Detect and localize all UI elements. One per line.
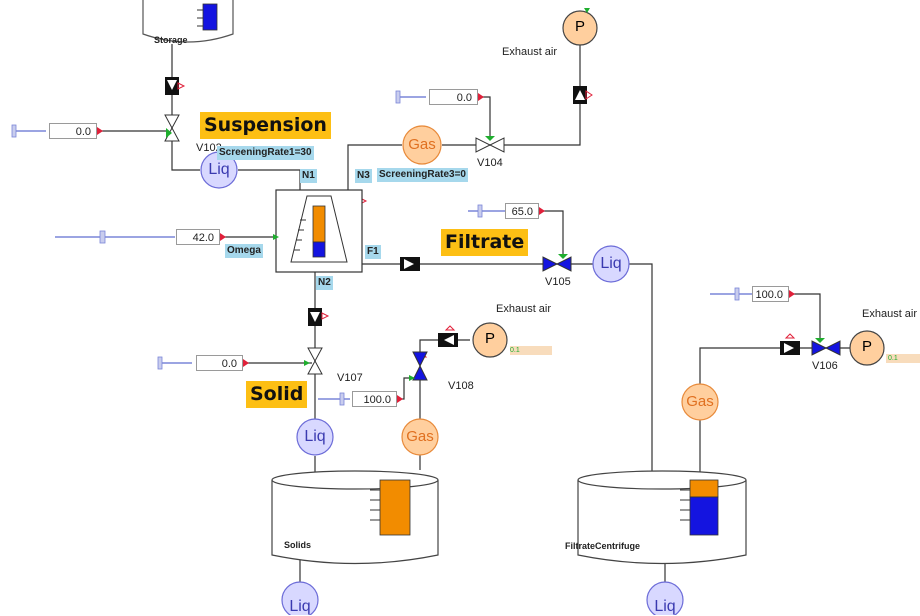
sensor-liq-filtrate: Liq — [600, 255, 622, 272]
valve-label-v102: V102 — [196, 142, 222, 154]
n3-tag: N3 — [355, 169, 372, 183]
storage-tank[interactable] — [142, 0, 234, 43]
filtrate-centrifuge-tank[interactable] — [577, 470, 747, 565]
valve-v107[interactable] — [304, 347, 323, 375]
sensor-circles — [200, 125, 719, 615]
sensor-liq-bottom-left: Liq — [289, 598, 311, 615]
exhaust-label-right: Exhaust air — [862, 308, 918, 320]
storage-label: Storage — [154, 35, 188, 45]
exhaust-label-top: Exhaust air — [502, 46, 558, 58]
n2-tag: N2 — [316, 276, 333, 290]
suspension-title: Suspension — [200, 112, 331, 139]
pump-mid-tail: 0.1 — [510, 347, 520, 354]
valve-label-v107: V107 — [337, 372, 363, 384]
valve-label-v106: V106 — [812, 360, 838, 372]
sensor-gas-right: Gas — [686, 393, 714, 410]
input-v108[interactable]: 100.0 — [352, 391, 397, 407]
input-v107[interactable]: 0.0 — [196, 355, 243, 371]
pumps — [472, 8, 920, 366]
input-v104[interactable]: 0.0 — [429, 89, 478, 105]
solids-tank-label: Solids — [284, 540, 312, 550]
valve-label-v104: V104 — [477, 157, 503, 169]
filtrate-title: Filtrate — [441, 229, 529, 256]
valve-v105[interactable] — [542, 254, 572, 272]
input-v102[interactable]: 0.0 — [49, 123, 97, 139]
filtrate-centrifuge-label: FiltrateCentrifuge — [565, 541, 641, 551]
valve-v102[interactable] — [164, 114, 180, 142]
solid-title: Solid — [246, 381, 308, 408]
input-v106[interactable]: 100.0 — [752, 286, 789, 302]
f1-tag: F1 — [365, 245, 381, 259]
sensor-liq-storage: Liq — [208, 161, 230, 178]
sensor-gas-top: Gas — [408, 136, 436, 153]
omega-tag: Omega — [225, 244, 263, 258]
pump-right[interactable]: P — [861, 338, 872, 355]
valve-v104[interactable] — [475, 136, 505, 153]
pump-top[interactable]: P — [574, 18, 585, 35]
signal-arrows — [97, 93, 795, 403]
centrifuge[interactable] — [273, 189, 363, 273]
sensor-liq-bottom-right: Liq — [654, 598, 676, 615]
solids-tank[interactable] — [271, 470, 439, 565]
pump-mid[interactable]: P — [484, 330, 495, 347]
n1-tag: N1 — [300, 169, 317, 183]
slider-tracks[interactable] — [11, 90, 752, 406]
input-omega[interactable]: 42.0 — [176, 229, 220, 245]
input-v105[interactable]: 65.0 — [505, 203, 539, 219]
screening-rate1-tag: ScreeningRate1=30 — [217, 146, 314, 160]
check-valves[interactable] — [165, 77, 800, 355]
pump-right-tail: 0.1 — [888, 355, 898, 362]
sensor-liq-solid: Liq — [304, 428, 326, 445]
sensor-gas-solid: Gas — [406, 428, 434, 445]
valve-label-v108: V108 — [448, 380, 474, 392]
valve-v106[interactable] — [811, 338, 841, 356]
valve-v108[interactable] — [409, 351, 428, 381]
exhaust-label-mid: Exhaust air — [496, 303, 552, 315]
screening-rate3-tag: ScreeningRate3=0 — [377, 168, 468, 182]
valve-label-v105: V105 — [545, 276, 571, 288]
